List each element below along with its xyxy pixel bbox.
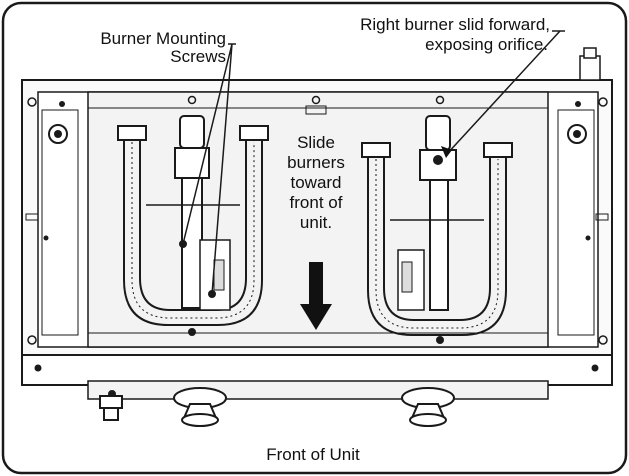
mounting-screws-label-line1: Burner Mounting	[100, 29, 226, 48]
control-knob-right	[401, 387, 455, 427]
gas-fitting	[99, 395, 123, 421]
slide-label-line3: toward	[290, 173, 341, 192]
slide-arrow	[300, 262, 332, 330]
slide-label-line4: front of	[290, 193, 343, 212]
slide-label-line1: Slide	[297, 133, 335, 152]
slide-label-line2: burners	[287, 153, 345, 172]
slide-instruction: Slide burners toward front of unit.	[287, 133, 345, 232]
front-rail	[21, 354, 613, 400]
right-burner-label-line2: exposing orifice.	[425, 35, 548, 54]
control-knob-left	[173, 387, 227, 427]
right-burner-label-line1: Right burner slid forward,	[360, 15, 550, 34]
mounting-screws-label-line2: Screws	[170, 47, 226, 66]
callout-lines	[182, 30, 565, 295]
front-of-unit-label: Front of Unit	[266, 445, 360, 464]
slide-label-line5: unit.	[300, 213, 332, 232]
right-burner	[361, 115, 513, 344]
callout-arrowhead	[441, 146, 452, 158]
